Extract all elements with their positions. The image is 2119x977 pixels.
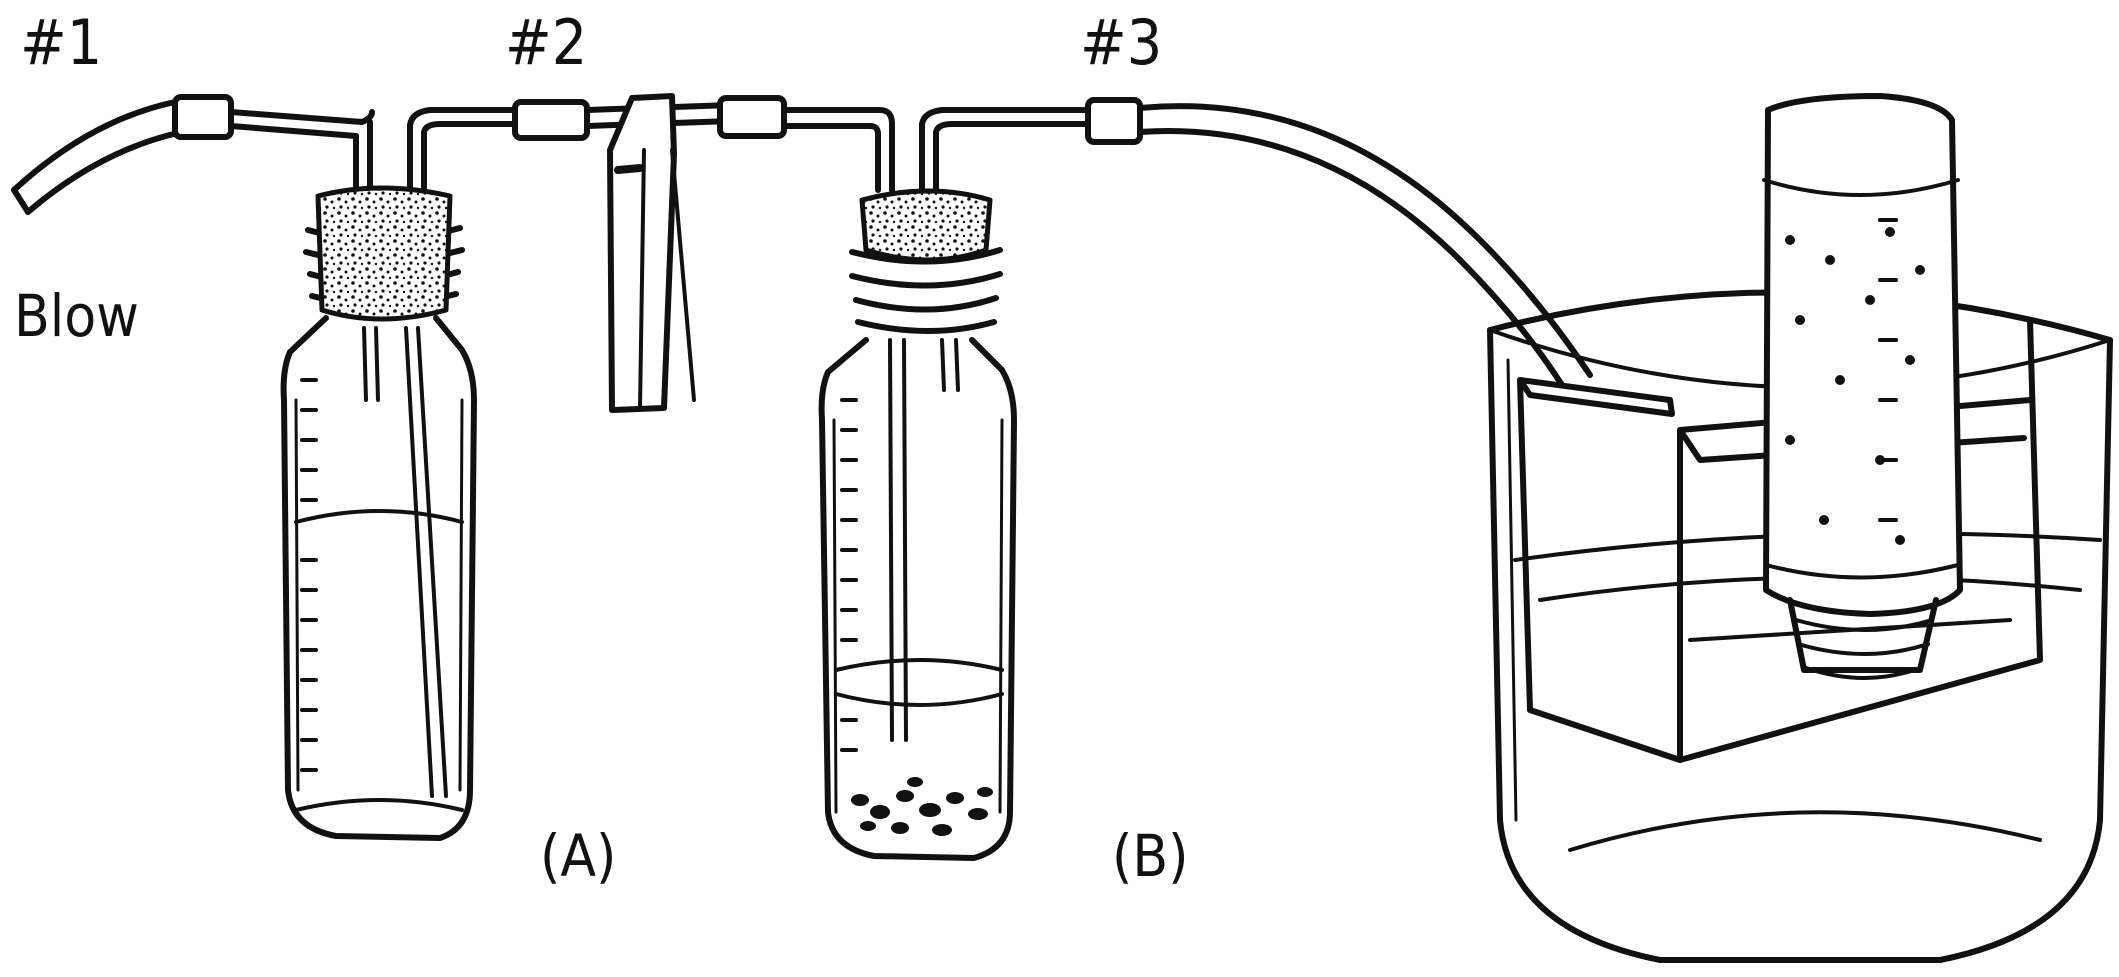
bottle-b-label: (B)	[1112, 822, 1189, 890]
water-trough	[1487, 289, 2113, 963]
delivery-tube-3	[1085, 97, 1593, 388]
mouthpiece-tube	[11, 94, 365, 215]
tube-label-2: #2	[505, 6, 588, 79]
tube-label-1: #1	[20, 6, 103, 79]
connector-tube-2	[512, 95, 895, 193]
tube-clip	[1517, 377, 1675, 417]
blow-label: Blow	[14, 282, 139, 350]
collection-bottle	[1762, 93, 1963, 680]
tube-label-3: #3	[1080, 6, 1163, 79]
pinch-clamp	[607, 93, 696, 413]
bottle-a-label: (A)	[540, 822, 617, 890]
bottle-a	[280, 107, 518, 841]
bottle-b	[818, 107, 1091, 861]
